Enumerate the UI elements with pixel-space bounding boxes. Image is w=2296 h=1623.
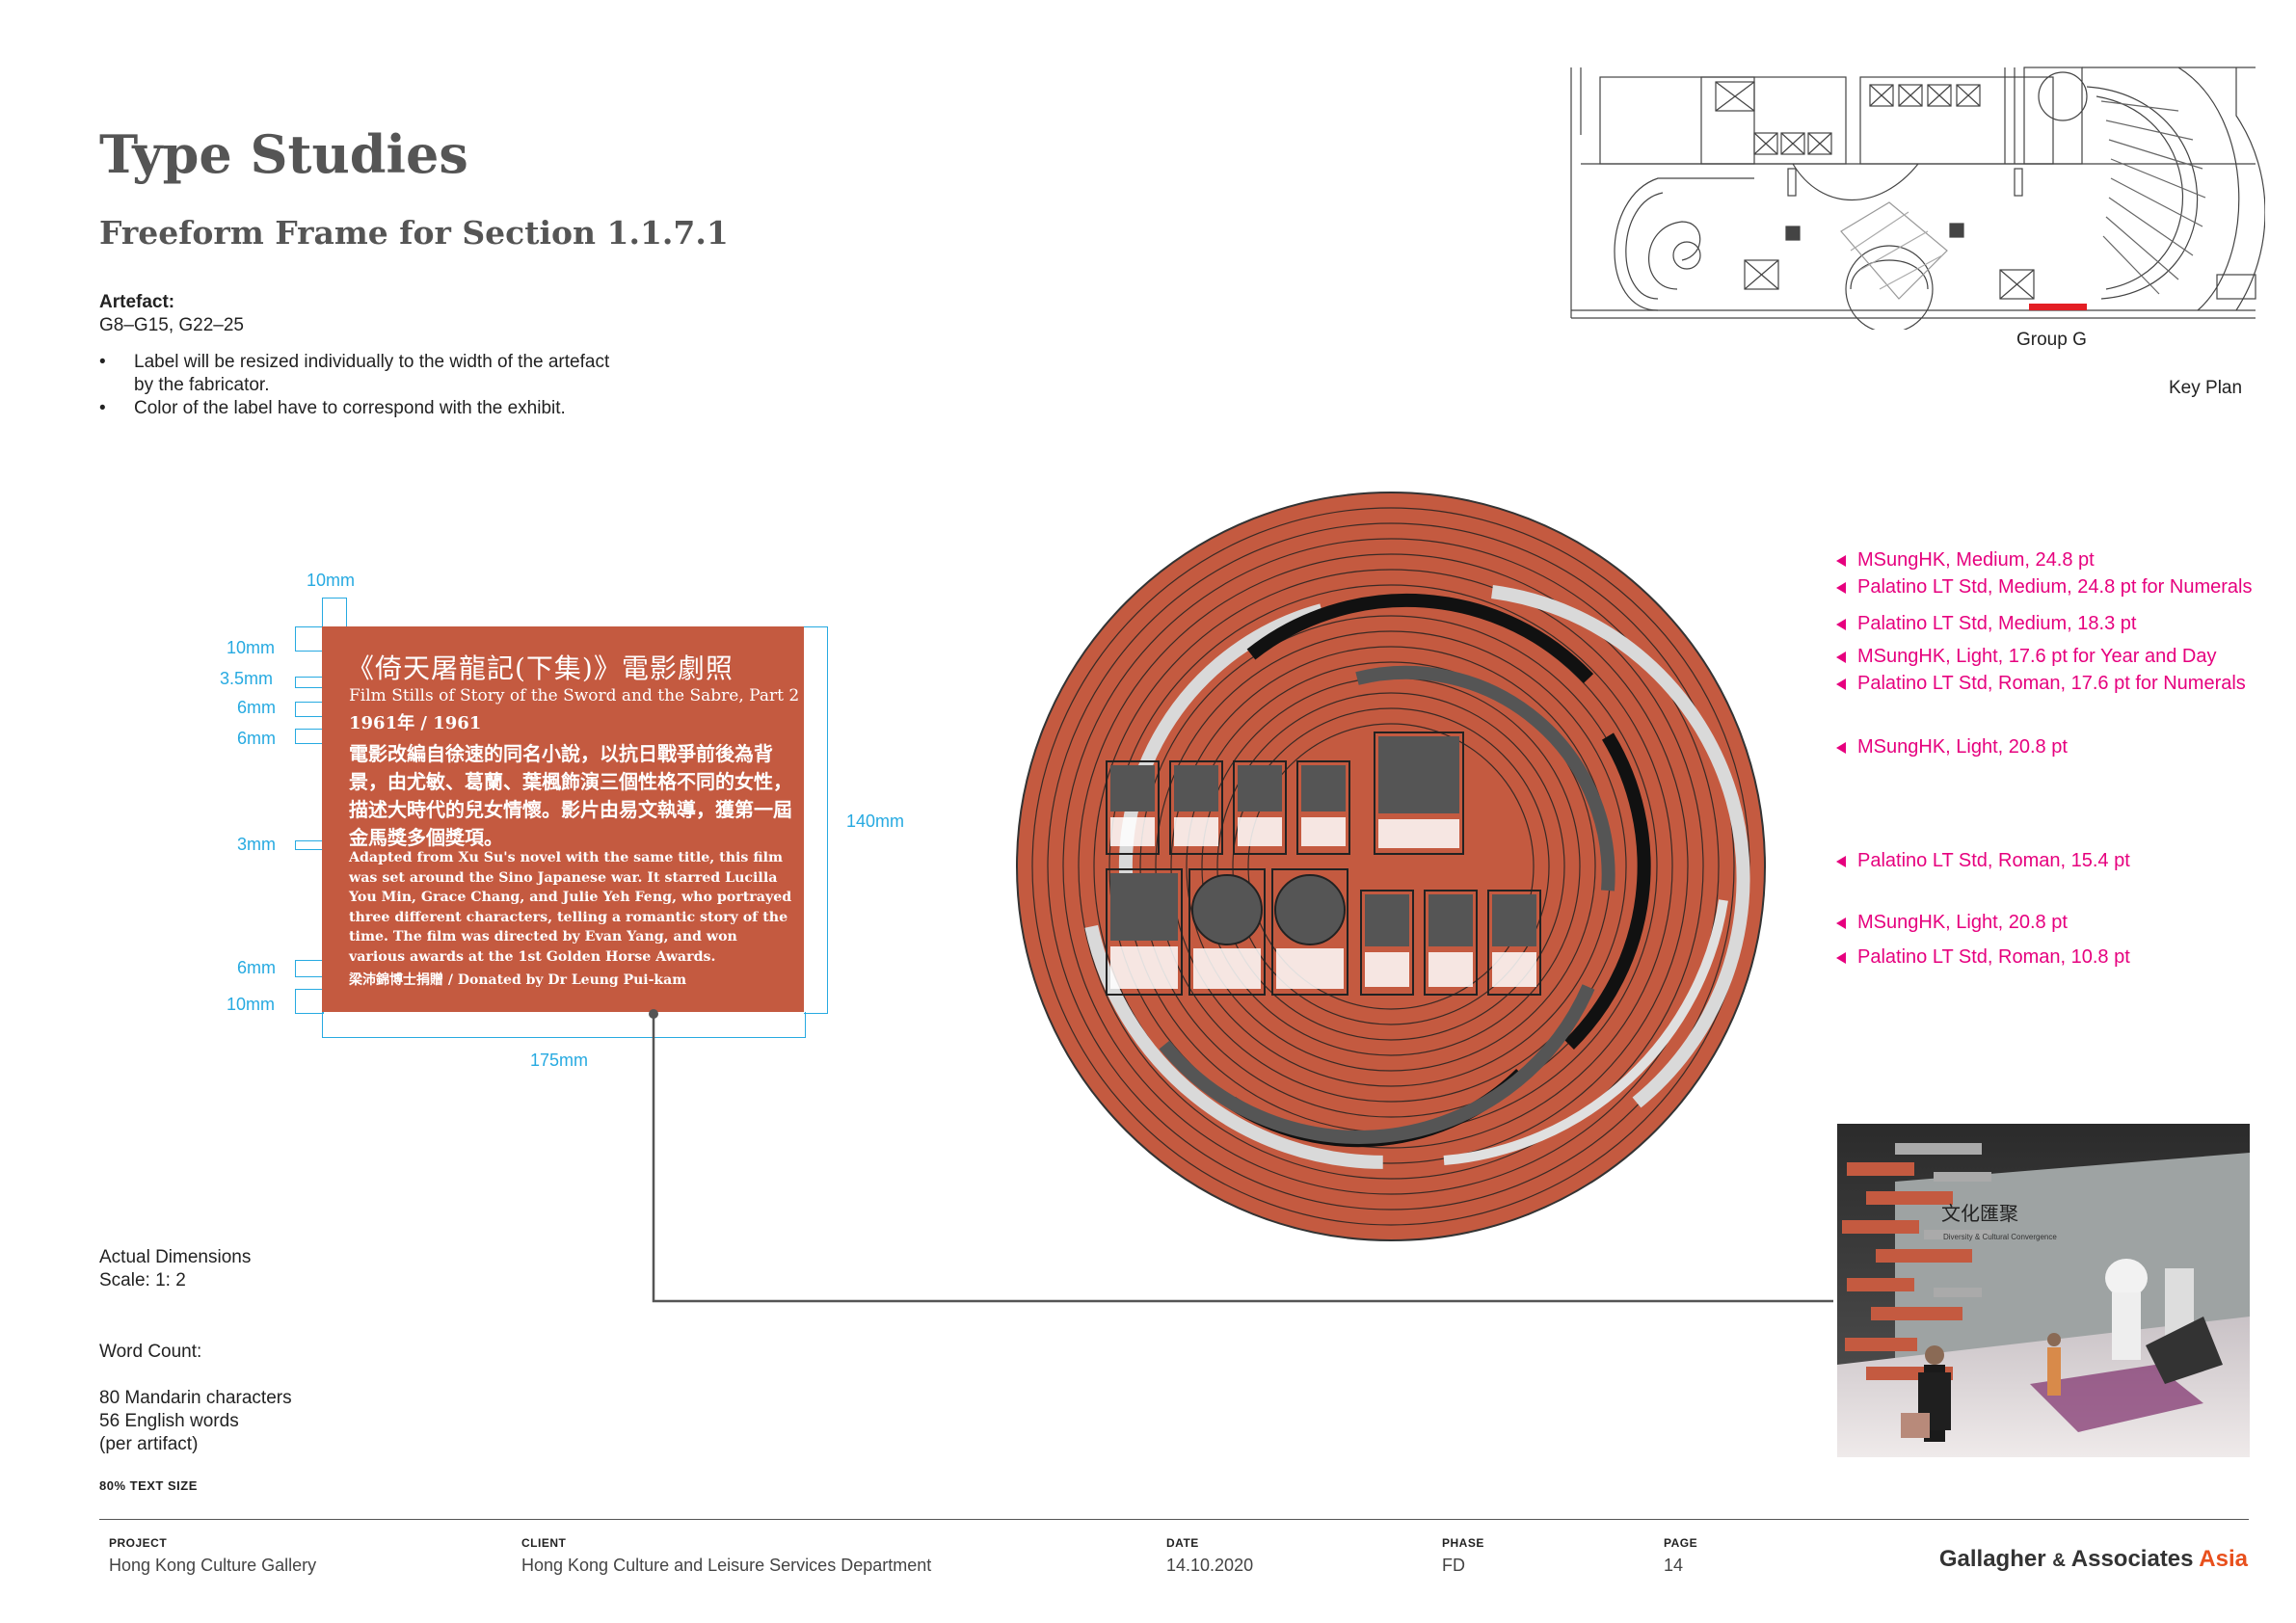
gallery-render-image: 文化匯聚 Diversity & Cultural Convergence (1837, 1124, 2250, 1457)
company-logo: Gallagher & Associates Asia (1938, 1546, 2248, 1572)
arrow-left-icon (1836, 741, 1846, 754)
dim-left-1: 10mm (227, 638, 276, 657)
footer-phase-label: PHASE (1442, 1536, 1484, 1550)
footer-project: Hong Kong Culture Gallery (109, 1556, 317, 1575)
footer-phase: FD (1442, 1556, 1465, 1575)
label-sample: 《倚天屠龍記(下集)》電影劇照 Film Stills of Story of … (322, 626, 804, 1012)
dim-height: 140mm (846, 812, 905, 831)
footer-divider (99, 1519, 2249, 1520)
word-count-line: 56 English words (99, 1411, 239, 1431)
dim-width: 175mm (530, 1051, 589, 1070)
callout-3: Palatino LT Std, Medium, 18.3 pt (1836, 613, 2136, 635)
callout-4: MSungHK, Light, 17.6 pt for Year and Day (1836, 646, 2216, 668)
page-title: Type Studies (99, 123, 468, 185)
label-en-body: Adapted from Xu Su's novel with the same… (349, 850, 792, 965)
dim-top-margin: 10mm (307, 571, 356, 590)
footer-client: Hong Kong Culture and Leisure Services D… (521, 1556, 932, 1575)
word-count-line: (per artifact) (99, 1434, 199, 1454)
render-sign-text: 文化匯聚 (1941, 1202, 2018, 1225)
label-year: 1961年 / 1961 (349, 713, 482, 733)
word-count-line: 80 Mandarin characters (99, 1388, 292, 1408)
dim-left-2: 3.5mm (220, 669, 274, 688)
footer-project-label: PROJECT (109, 1536, 168, 1550)
arrow-left-icon (1836, 651, 1846, 663)
arrow-left-icon (1836, 581, 1846, 594)
note-item: Label will be resized individually to th… (99, 351, 620, 397)
label-zh-body: 電影改編自徐速的同名小說，以抗日戰爭前後為背景，由尤敏、葛蘭、葉楓飾演三個性格不… (349, 742, 792, 849)
key-plan-group-label: Group G (2016, 330, 2087, 350)
callout-8: MSungHK, Light, 20.8 pt (1836, 912, 2068, 934)
dim-guide-top (322, 598, 347, 627)
callout-5: Palatino LT Std, Roman, 17.6 pt for Nume… (1836, 673, 2246, 695)
label-en-title: Film Stills of Story of the Sword and th… (349, 686, 800, 705)
dim-guide-width (322, 1012, 806, 1038)
actual-dims-label: Actual Dimensions (99, 1247, 252, 1267)
label-credit: 梁沛錦博士捐贈 / Donated by Dr Leung Pui-kam (349, 972, 687, 988)
render-sign-sub: Diversity & Cultural Convergence (1943, 1233, 2057, 1241)
key-plan-drawing (1570, 67, 2265, 330)
dim-left-3: 6mm (237, 698, 276, 717)
arrow-left-icon (1836, 855, 1846, 867)
footer-page-label: PAGE (1664, 1536, 1698, 1550)
word-count-heading: Word Count: (99, 1342, 202, 1362)
dim-left-6: 6mm (237, 958, 276, 977)
footer-date: 14.10.2020 (1166, 1556, 1254, 1575)
dim-guide-7 (295, 989, 324, 1014)
callout-2: Palatino LT Std, Medium, 24.8 pt for Num… (1836, 576, 2252, 599)
artefact-notes: Label will be resized individually to th… (99, 351, 620, 420)
footer-page: 14 (1664, 1556, 1684, 1575)
scale-label: Scale: 1: 2 (99, 1270, 186, 1290)
footer-client-label: CLIENT (521, 1536, 567, 1550)
label-zh-title: 《倚天屠龍記(下集)》電影劇照 (347, 652, 734, 684)
dim-guide-1 (295, 626, 324, 652)
key-plan-caption: Key Plan (2169, 378, 2243, 398)
dim-left-4: 6mm (237, 729, 276, 748)
callout-9: Palatino LT Std, Roman, 10.8 pt (1836, 946, 2130, 969)
circular-display-plan (1016, 492, 1766, 1241)
arrow-left-icon (1836, 917, 1846, 929)
arrow-left-icon (1836, 951, 1846, 964)
arrow-left-icon (1836, 678, 1846, 690)
artefact-value: G8–G15, G22–25 (99, 315, 244, 335)
dim-left-7: 10mm (227, 995, 276, 1014)
callout-6: MSungHK, Light, 20.8 pt (1836, 736, 2068, 758)
callout-1: MSungHK, Medium, 24.8 pt (1836, 549, 2095, 572)
callout-7: Palatino LT Std, Roman, 15.4 pt (1836, 850, 2130, 872)
dim-guide-height (804, 626, 828, 1014)
text-size-note: 80% TEXT SIZE (99, 1478, 198, 1493)
connector-line (649, 1009, 1833, 1303)
artefact-heading: Artefact: (99, 292, 175, 312)
page-subtitle: Freeform Frame for Section 1.1.7.1 (99, 214, 729, 252)
note-item: Color of the label have to correspond wi… (99, 397, 620, 420)
footer-date-label: DATE (1166, 1536, 1199, 1550)
arrow-left-icon (1836, 554, 1846, 567)
dim-left-5: 3mm (237, 835, 276, 854)
arrow-left-icon (1836, 618, 1846, 630)
